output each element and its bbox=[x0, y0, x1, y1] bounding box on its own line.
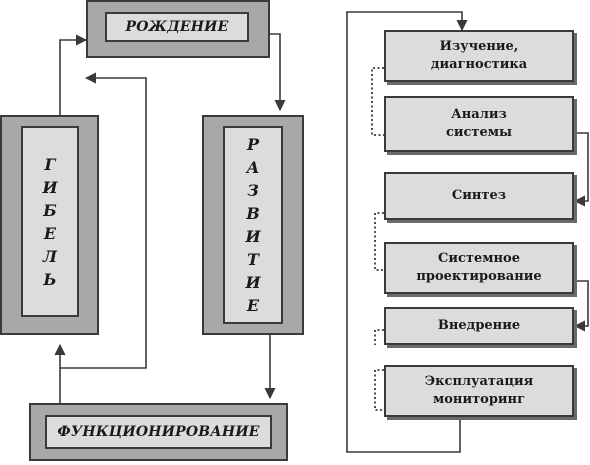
stage-implementation-label: Внедрение bbox=[437, 318, 521, 333]
development-block: Р А З В И Т И Е bbox=[202, 115, 304, 335]
death-block: Г И Б Е Л Ь bbox=[0, 115, 99, 335]
dotted-bracket-operation bbox=[374, 369, 384, 411]
stage-operation-monitoring-label: Эксплуатация мониторинг bbox=[424, 374, 534, 407]
stage-synthesis: Синтез bbox=[384, 172, 574, 220]
development-label: Р А З В И Т И Е bbox=[245, 135, 261, 315]
stage-study-diagnostics-label: Изучение, диагностика bbox=[430, 39, 528, 72]
bracket-analysis-synthesis bbox=[573, 132, 589, 207]
stage-study-diagnostics: Изучение, диагностика bbox=[384, 30, 574, 82]
stage-system-design: Системное проектирование bbox=[384, 242, 574, 294]
stage-operation-monitoring: Эксплуатация мониторинг bbox=[384, 365, 574, 417]
arrow-birth-to-development bbox=[270, 33, 286, 112]
birth-block: РОЖДЕНИЕ bbox=[86, 0, 270, 58]
functioning-block: ФУНКЦИОНИРОВАНИЕ bbox=[29, 403, 288, 461]
death-label: Г И Б Е Л Ь bbox=[42, 154, 58, 289]
functioning-label: ФУНКЦИОНИРОВАНИЕ bbox=[57, 424, 260, 440]
stage-implementation: Внедрение bbox=[384, 307, 574, 345]
bracket-design-implementation bbox=[573, 280, 589, 332]
stage-system-analysis: Анализ системы bbox=[384, 96, 574, 152]
dotted-bracket-synthesis-design bbox=[374, 212, 384, 271]
stage-system-design-label: Системное проектирование bbox=[416, 251, 542, 284]
dotted-bracket-study-analysis bbox=[371, 67, 384, 136]
arrow-right-loop-return bbox=[346, 11, 468, 453]
dotted-bracket-implementation-operation bbox=[374, 329, 384, 345]
stage-system-analysis-label: Анализ системы bbox=[445, 107, 513, 140]
arrow-death-to-birth bbox=[59, 34, 88, 115]
stage-synthesis-label: Синтез bbox=[451, 188, 507, 203]
birth-label: РОЖДЕНИЕ bbox=[125, 19, 229, 35]
connector-functioning-to-death-top bbox=[60, 72, 147, 369]
